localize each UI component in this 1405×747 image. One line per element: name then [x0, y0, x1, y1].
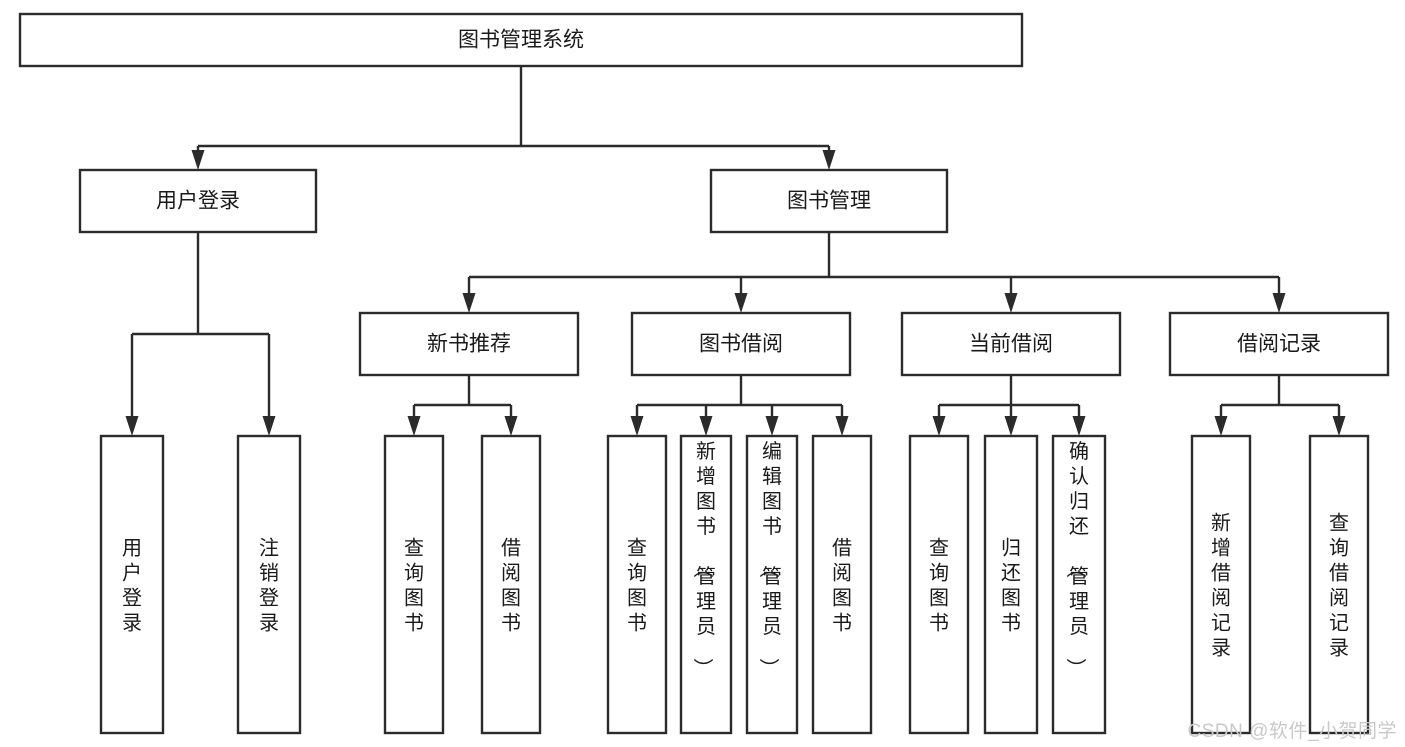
leaf-box[interactable] — [606, 434, 668, 735]
level3-label: 借阅记录 — [1237, 333, 1321, 356]
leaf-box[interactable] — [1308, 434, 1370, 735]
leaf-box[interactable] — [236, 434, 302, 735]
arrow-head-icon — [1214, 416, 1228, 436]
node-查询图书[interactable]: 查询图书 — [606, 434, 668, 735]
leaf-box[interactable] — [983, 434, 1039, 735]
arrow-head-icon — [630, 416, 644, 436]
node-用户登录[interactable]: 用户登录 — [78, 168, 318, 234]
node-图书管理[interactable]: 图书管理 — [709, 168, 949, 234]
leaf-label: 编辑图书（管理员） — [757, 440, 782, 678]
leaf-box[interactable] — [908, 434, 970, 735]
arrow-head-icon — [765, 416, 779, 436]
level3-label: 新书推荐 — [427, 333, 511, 356]
arrow-head-icon — [822, 150, 836, 170]
leaf-box[interactable] — [745, 434, 799, 735]
node-layer: 图书管理系统用户登录图书管理新书推荐图书借阅当前借阅借阅记录用户登录注销登录查询… — [18, 12, 1390, 735]
leaf-label: 查询图书 — [627, 537, 647, 635]
level2-box[interactable] — [78, 168, 318, 234]
node-图书管理系统[interactable]: 图书管理系统 — [18, 12, 1024, 68]
arrow-head-icon — [1004, 416, 1018, 436]
leaf-box[interactable] — [679, 434, 733, 735]
arrow-head-icon — [125, 416, 139, 436]
arrow-head-icon — [734, 293, 748, 313]
node-新增借阅记录[interactable]: 新增借阅记录 — [1190, 434, 1252, 735]
level3-label: 当前借阅 — [969, 333, 1053, 356]
node-用户登录[interactable]: 用户登录 — [99, 434, 165, 735]
root-label: 图书管理系统 — [458, 29, 584, 52]
node-借阅图书[interactable]: 借阅图书 — [811, 434, 873, 735]
leaf-box[interactable] — [480, 434, 542, 735]
node-确认归还管理员[interactable]: 确认归还（管理员） — [1051, 434, 1107, 735]
leaf-label: 新增借阅记录 — [1211, 512, 1231, 660]
node-归还图书[interactable]: 归还图书 — [983, 434, 1039, 735]
arrow-head-icon — [1072, 416, 1086, 436]
arrow-head-icon — [262, 416, 276, 436]
arrow-head-icon — [932, 416, 946, 436]
root-box[interactable] — [18, 12, 1024, 68]
csdn-watermark: CSDN @软件_小贺同学 — [1187, 721, 1397, 742]
leaf-box[interactable] — [99, 434, 165, 735]
leaf-box[interactable] — [1051, 434, 1107, 735]
node-新书推荐[interactable]: 新书推荐 — [358, 311, 580, 377]
level2-label: 图书管理 — [787, 190, 871, 213]
level3-box[interactable] — [1168, 311, 1390, 377]
node-编辑图书管理员[interactable]: 编辑图书（管理员） — [745, 434, 799, 735]
leaf-box[interactable] — [383, 434, 445, 735]
arrow-head-icon — [407, 416, 421, 436]
leaf-label: 查询借阅记录 — [1329, 512, 1349, 660]
leaf-label: 借阅图书 — [832, 537, 852, 635]
level3-label: 图书借阅 — [699, 333, 783, 356]
arrow-head-icon — [1004, 293, 1018, 313]
arrow-head-icon — [1272, 293, 1286, 313]
node-查询图书[interactable]: 查询图书 — [383, 434, 445, 735]
node-查询图书[interactable]: 查询图书 — [908, 434, 970, 735]
leaf-box[interactable] — [1190, 434, 1252, 735]
arrow-head-icon — [191, 150, 205, 170]
leaf-label: 借阅图书 — [501, 537, 521, 635]
level3-box[interactable] — [630, 311, 852, 377]
node-借阅记录[interactable]: 借阅记录 — [1168, 311, 1390, 377]
arrow-head-icon — [835, 416, 849, 436]
arrow-head-icon — [504, 416, 518, 436]
node-查询借阅记录[interactable]: 查询借阅记录 — [1308, 434, 1370, 735]
node-图书借阅[interactable]: 图书借阅 — [630, 311, 852, 377]
node-借阅图书[interactable]: 借阅图书 — [480, 434, 542, 735]
leaf-label: 注销登录 — [259, 537, 279, 635]
node-注销登录[interactable]: 注销登录 — [236, 434, 302, 735]
connector-layer — [125, 66, 1346, 436]
leaf-label: 用户登录 — [122, 538, 142, 635]
leaf-label: 确认归还（管理员） — [1064, 440, 1089, 678]
level3-box[interactable] — [900, 311, 1122, 377]
leaf-label: 归还图书 — [1001, 537, 1021, 635]
level3-box[interactable] — [358, 311, 580, 377]
arrow-head-icon — [462, 293, 476, 313]
leaf-box[interactable] — [811, 434, 873, 735]
level2-label: 用户登录 — [156, 190, 240, 213]
node-当前借阅[interactable]: 当前借阅 — [900, 311, 1122, 377]
arrow-head-icon — [1332, 416, 1346, 436]
arrow-head-icon — [699, 416, 713, 436]
level2-box[interactable] — [709, 168, 949, 234]
node-新增图书管理员[interactable]: 新增图书（管理员） — [679, 434, 733, 735]
leaf-label: 查询图书 — [929, 537, 949, 635]
leaf-label: 查询图书 — [404, 537, 424, 635]
leaf-label: 新增图书（管理员） — [691, 440, 716, 678]
